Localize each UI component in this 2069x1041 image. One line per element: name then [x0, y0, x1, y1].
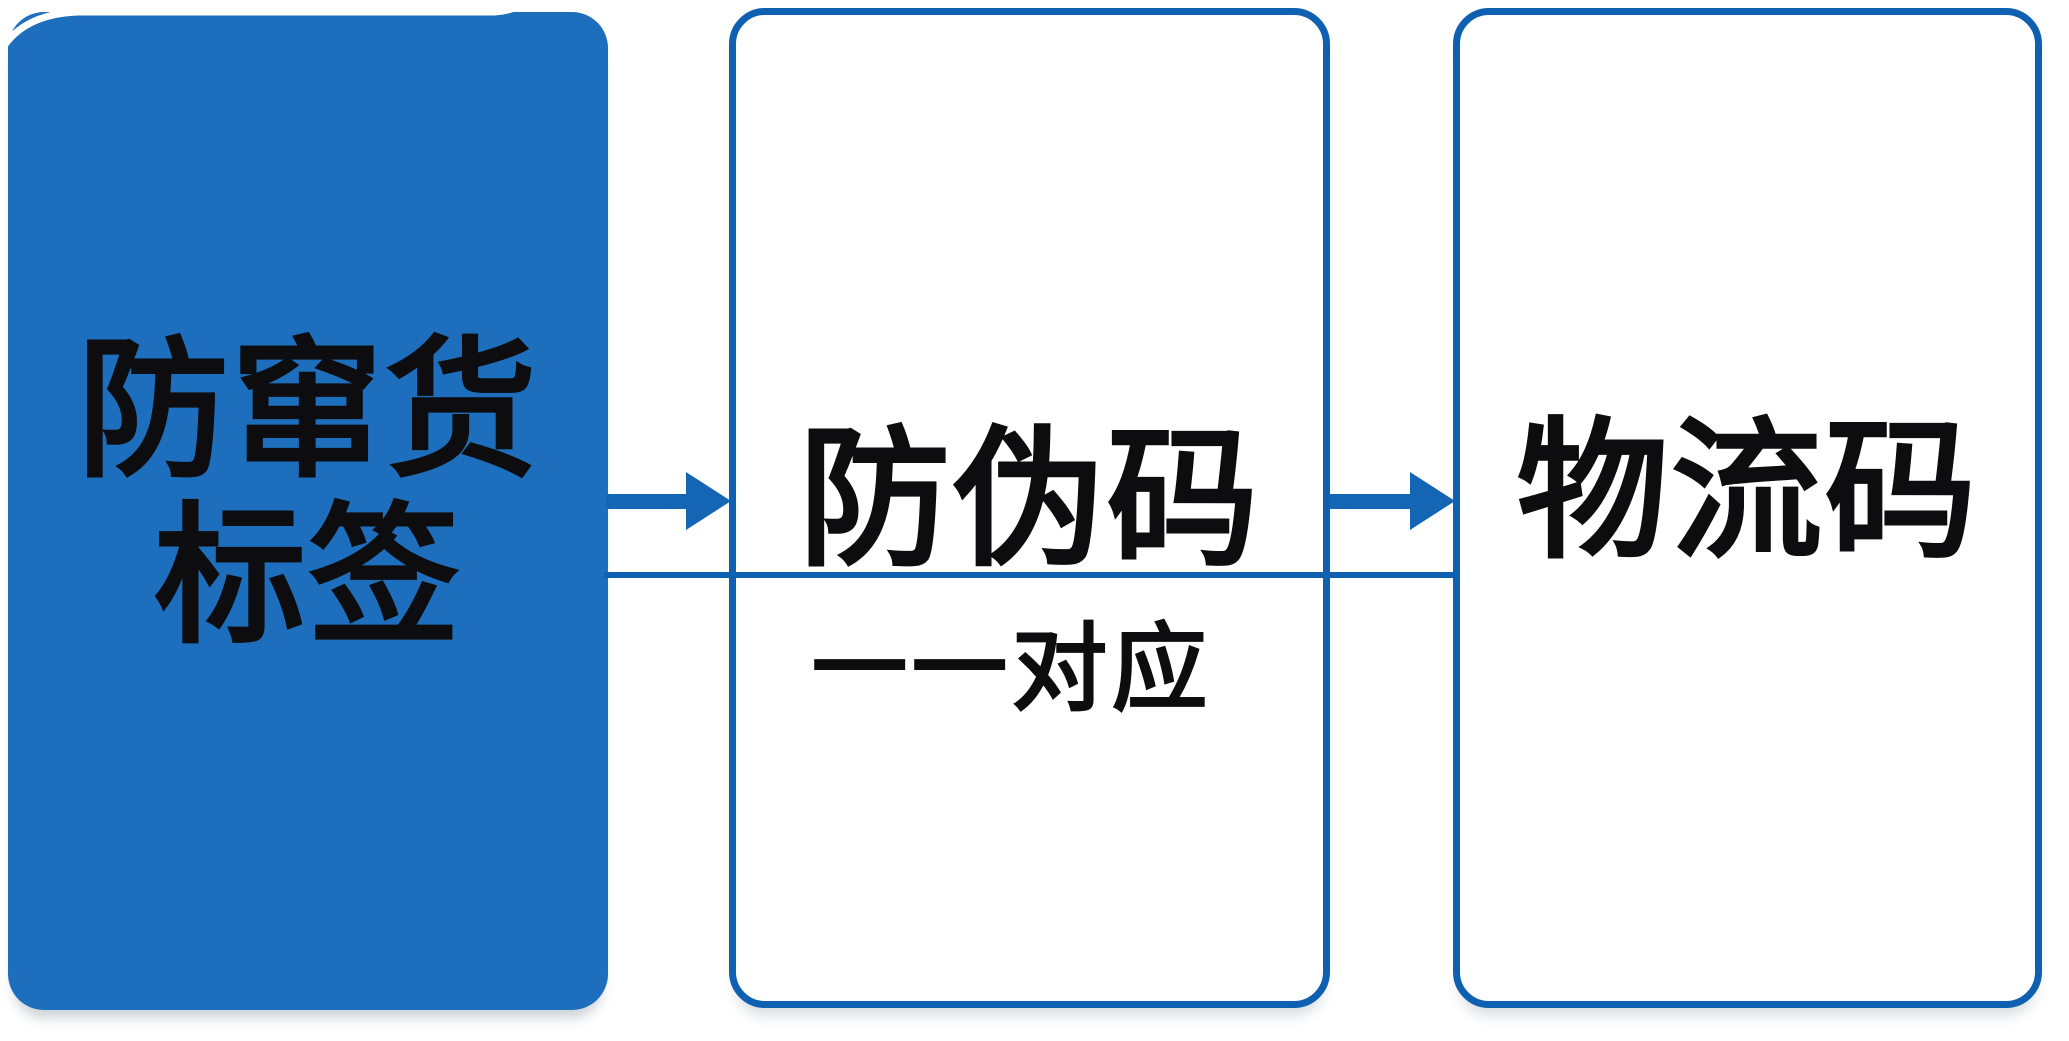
security-code-card: 防伪码 一一对应 [729, 8, 1330, 1008]
arrow-head [1410, 472, 1455, 530]
arrow-right-icon [606, 472, 731, 530]
arrow-head [686, 472, 731, 530]
left-card-line2: 标签 [154, 492, 462, 662]
correspondence-connector-line [604, 572, 1458, 578]
arrow-right-icon [1330, 472, 1455, 530]
anti-channeling-label-card: 防窜货 标签 [8, 12, 608, 1010]
arrow-shaft [606, 494, 698, 509]
middle-card-subtitle: 一一对应 [811, 616, 1212, 723]
logistics-code-card: 物流码 [1453, 8, 2042, 1008]
anti-channeling-label-text: 防窜货 标签 [77, 329, 539, 660]
arrow-shaft [1330, 494, 1422, 509]
right-card-title: 物流码 [1516, 407, 1979, 578]
top-edge-swoosh-decoration [8, 12, 514, 47]
left-card-line1: 防窜货 [77, 326, 539, 497]
middle-card-title: 防伪码 [798, 414, 1261, 585]
